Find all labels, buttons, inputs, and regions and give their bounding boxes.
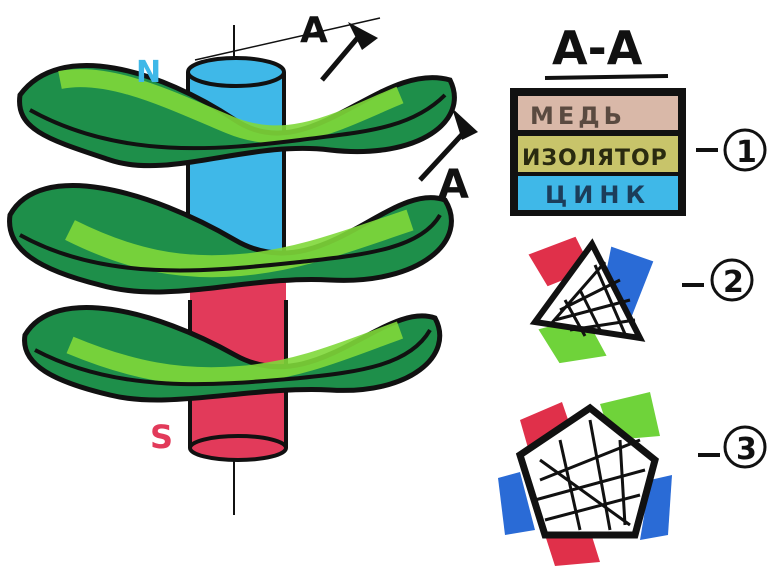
layer-copper-label: МЕДЬ: [530, 102, 626, 130]
south-pole-label: S: [150, 418, 173, 456]
north-pole-label: N: [136, 55, 161, 90]
section-marker-bottom: A: [438, 162, 469, 208]
layer-zinc-label: ЦИНК: [545, 181, 651, 209]
section-title: A-A: [552, 21, 643, 75]
callout-three-label: 3: [736, 432, 757, 467]
callout-two-label: 2: [723, 265, 744, 300]
pentagon-cross-section: [498, 392, 672, 566]
section-marker-top: A: [300, 10, 328, 51]
callout-one-label: 1: [736, 135, 757, 170]
section-arrow-top: [322, 22, 378, 80]
triangle-cross-section: [530, 238, 652, 362]
section-title-underline: [545, 76, 668, 78]
layer-insulator-label: ИЗОЛЯТОР: [522, 146, 668, 171]
